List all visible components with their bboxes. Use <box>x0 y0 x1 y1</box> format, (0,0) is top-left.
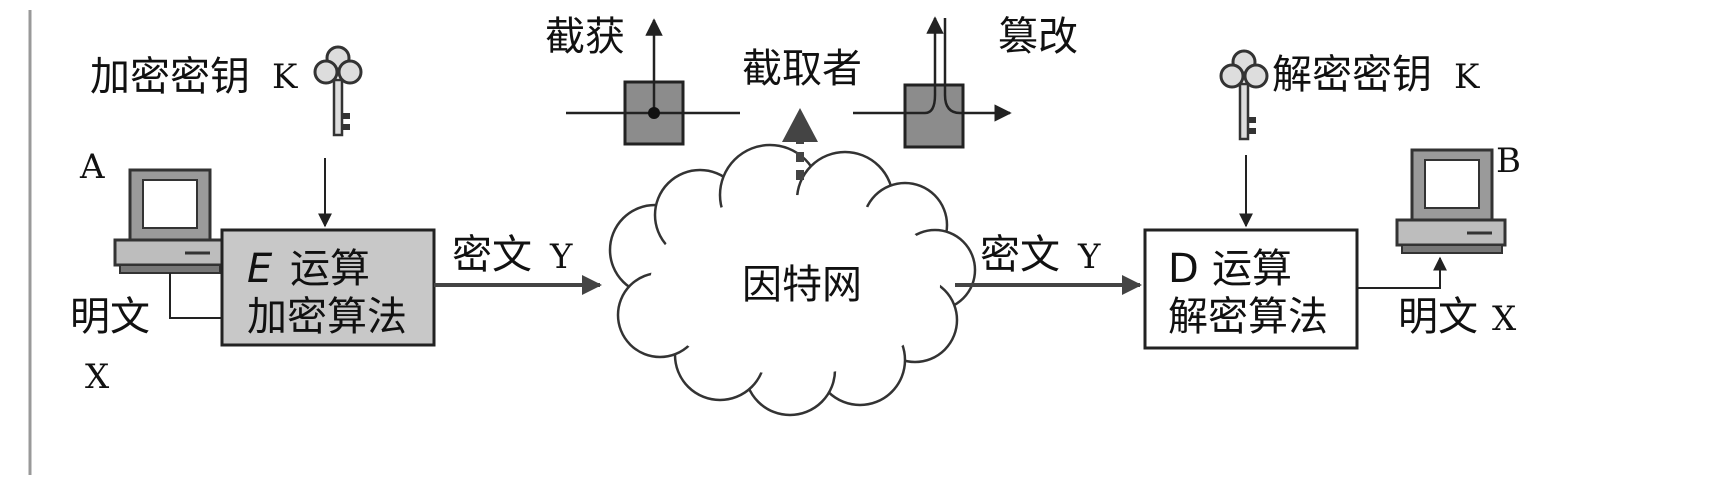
plaintext-right-var: X <box>1492 299 1517 339</box>
enc-key-var: K <box>272 57 298 97</box>
enc-key-icon <box>313 45 363 137</box>
attack-arrow-head <box>782 108 818 142</box>
tamper-label: 篡改 <box>998 14 1078 60</box>
internet-cloud <box>608 143 977 417</box>
ciphertext-right-label: 密文 <box>980 232 1060 278</box>
tamper-up-arrow-1 <box>924 16 944 115</box>
ciphertext-left-var: Y <box>549 237 573 277</box>
ciphertext-left-label: 密文 <box>452 232 532 278</box>
plaintext-left-label: 明文 <box>70 294 150 340</box>
encrypt-algorithm-label: 加密算法 <box>247 294 407 340</box>
dec-key-label: 解密密钥 <box>1272 52 1432 98</box>
computer-b-icon <box>1395 148 1507 254</box>
plaintext-to-encrypt-arrow <box>169 273 242 325</box>
intercept-node <box>648 107 660 119</box>
decrypt-op-letter: D <box>1168 246 1199 292</box>
sender-label: A <box>79 147 105 187</box>
enc-key-label: 加密密钥 <box>90 54 250 100</box>
decrypt-op-label: 运算 <box>1212 246 1292 292</box>
dec-key-var: K <box>1454 57 1480 97</box>
decrypt-to-plaintext-arrow <box>1357 256 1447 289</box>
receiver-label: B <box>1496 141 1521 181</box>
computer-a-icon <box>113 168 225 274</box>
ciphertext-right-var: Y <box>1077 237 1101 277</box>
plaintext-left-var: X <box>85 357 110 397</box>
dec-key-icon <box>1219 49 1269 141</box>
intercept-label: 截获 <box>545 14 625 60</box>
encrypt-box <box>220 228 436 347</box>
plaintext-right-label: 明文 <box>1398 294 1478 340</box>
decrypt-box <box>1143 228 1359 350</box>
tamper-out-arrow <box>943 18 1012 122</box>
network-label: 因特网 <box>742 262 862 308</box>
encrypt-op-label: 运算 <box>290 246 370 292</box>
attacker-label: 截取者 <box>742 46 862 92</box>
encrypt-op-letter: E <box>247 246 273 292</box>
decrypt-algorithm-label: 解密算法 <box>1168 294 1328 340</box>
